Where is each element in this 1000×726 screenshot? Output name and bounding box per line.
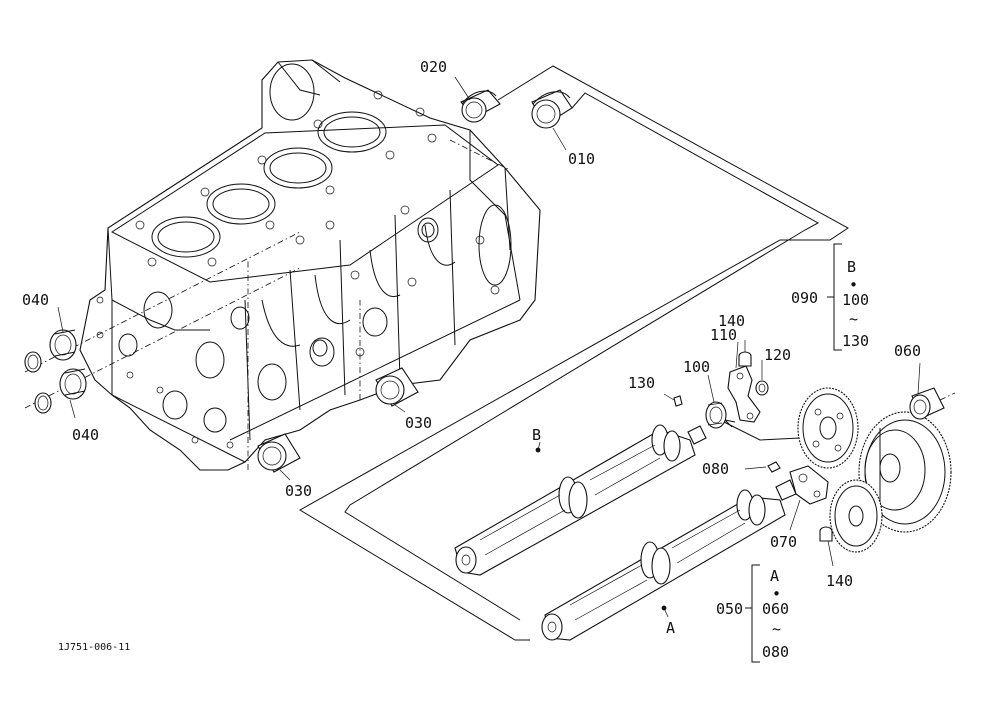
group-bracket-090 xyxy=(827,243,842,351)
bearing-040-upper[interactable] xyxy=(24,329,77,373)
bearing-020[interactable] xyxy=(460,89,501,123)
label-140-lower: 140 xyxy=(826,572,853,590)
leader-lines xyxy=(57,76,921,618)
label-060-range: 060 xyxy=(762,600,789,618)
part-labels: 020 010 040 040 030 030 B A 130 100 110 … xyxy=(22,58,921,661)
collar-120[interactable] xyxy=(755,380,769,396)
key-080[interactable] xyxy=(767,461,781,473)
label-080: 080 xyxy=(702,460,729,478)
bearing-030-right[interactable] xyxy=(375,367,419,407)
bolt-140-upper[interactable] xyxy=(738,351,752,367)
label-050: 050 xyxy=(716,600,743,618)
pin-130[interactable] xyxy=(673,395,683,407)
label-130-range: 130 xyxy=(842,332,869,350)
idle-gear-large[interactable] xyxy=(858,411,952,533)
label-group-a-dot: • xyxy=(772,585,781,603)
label-group-a: A xyxy=(770,567,779,585)
label-030-right: 030 xyxy=(405,414,432,432)
group-bracket-050 xyxy=(745,564,760,663)
label-070: 070 xyxy=(770,533,797,551)
label-030-left: 030 xyxy=(285,482,312,500)
label-020: 020 xyxy=(420,58,447,76)
label-080-range: 080 xyxy=(762,643,789,661)
balancer-shaft-b[interactable] xyxy=(454,424,707,576)
label-group-b-dot: • xyxy=(849,276,858,294)
bearing-010[interactable] xyxy=(531,89,573,129)
bearing-040-lower[interactable] xyxy=(34,368,87,414)
drawing-id: 1J751-006-11 xyxy=(58,642,130,653)
label-090: 090 xyxy=(791,289,818,307)
cylinder-block xyxy=(79,59,541,471)
label-100-range: 100 xyxy=(842,291,869,309)
label-120: 120 xyxy=(764,346,791,364)
label-tilde-b: ~ xyxy=(849,310,858,328)
label-tilde-a: ~ xyxy=(772,620,781,638)
needle-bearing-100[interactable] xyxy=(705,401,727,429)
label-110: 110 xyxy=(710,326,737,344)
label-shaft-b: B xyxy=(532,426,541,444)
label-060: 060 xyxy=(894,342,921,360)
balancer-gear-a[interactable] xyxy=(829,479,883,553)
stopper-plate-110[interactable] xyxy=(727,365,761,423)
bolt-140-lower[interactable] xyxy=(819,526,833,542)
label-130: 130 xyxy=(628,374,655,392)
bearing-030-left[interactable] xyxy=(257,433,301,473)
label-100: 100 xyxy=(683,358,710,376)
label-040-lower: 040 xyxy=(72,426,99,444)
balancer-shaft-a[interactable] xyxy=(541,479,797,641)
label-010: 010 xyxy=(568,150,595,168)
label-shaft-a: A xyxy=(666,619,675,637)
needle-bearing-060[interactable] xyxy=(909,387,956,420)
leader-frames xyxy=(299,65,849,641)
stopper-plate-070[interactable] xyxy=(789,465,829,505)
label-040-upper: 040 xyxy=(22,291,49,309)
label-group-b: B xyxy=(847,258,856,276)
centerlines xyxy=(24,139,511,470)
label-140-upper: 140 xyxy=(718,312,745,330)
balancer-gear-b[interactable] xyxy=(797,387,859,469)
